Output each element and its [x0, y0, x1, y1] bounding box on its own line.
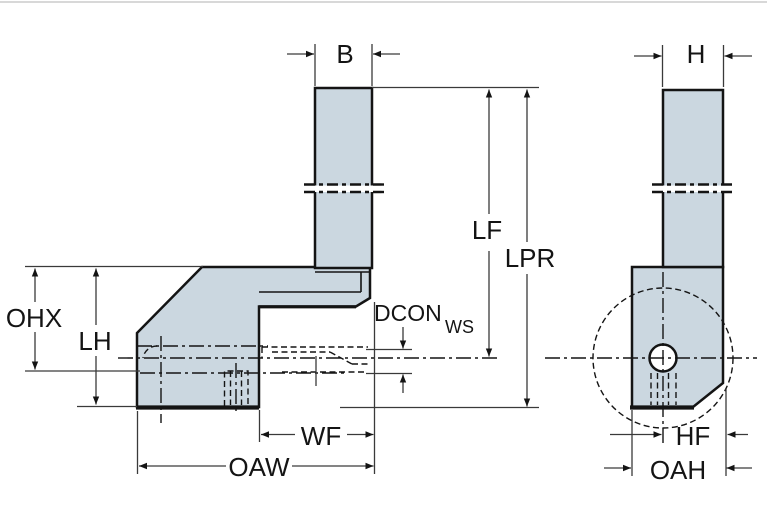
dim-dconws: DCON WS — [366, 300, 474, 393]
front-screw-hole — [223, 370, 249, 406]
dim-lh: LH — [77, 268, 137, 408]
dim-ohx-label: OHX — [6, 303, 62, 333]
side-break-gap — [650, 185, 736, 192]
dim-oah-label: OAH — [650, 455, 706, 485]
dim-oaw: OAW — [136, 411, 374, 482]
dim-hf: HF — [610, 421, 748, 451]
side-view — [545, 88, 757, 447]
front-shank — [313, 86, 374, 270]
dim-lpr-label: LPR — [505, 243, 556, 273]
dim-h: H — [634, 39, 752, 87]
side-head-outline — [630, 265, 725, 409]
dim-ws-label: WS — [445, 317, 474, 337]
front-slot-end-arc — [142, 345, 158, 359]
dim-dcon-label: DCON — [374, 300, 442, 326]
dim-b: B — [287, 39, 400, 86]
side-shank — [661, 88, 725, 269]
dim-lh-label: LH — [78, 326, 111, 356]
dim-lf-label: LF — [472, 215, 502, 245]
dim-oaw-label: OAW — [228, 452, 290, 482]
front-view — [118, 86, 497, 423]
front-break-gap — [302, 185, 388, 192]
dim-lf: LF — [372, 86, 539, 357]
dim-h-label: H — [687, 39, 706, 69]
dim-lpr: LPR — [340, 89, 556, 409]
dim-ohx: OHX — [6, 265, 203, 372]
dim-wf-label: WF — [301, 421, 341, 451]
dim-oah: OAH — [604, 389, 752, 485]
dim-b-label: B — [336, 39, 353, 69]
dim-wf: WF — [258, 302, 376, 474]
dim-hf-label: HF — [676, 421, 711, 451]
front-blade-hidden-step — [329, 351, 353, 365]
front-head-outline — [135, 265, 372, 409]
